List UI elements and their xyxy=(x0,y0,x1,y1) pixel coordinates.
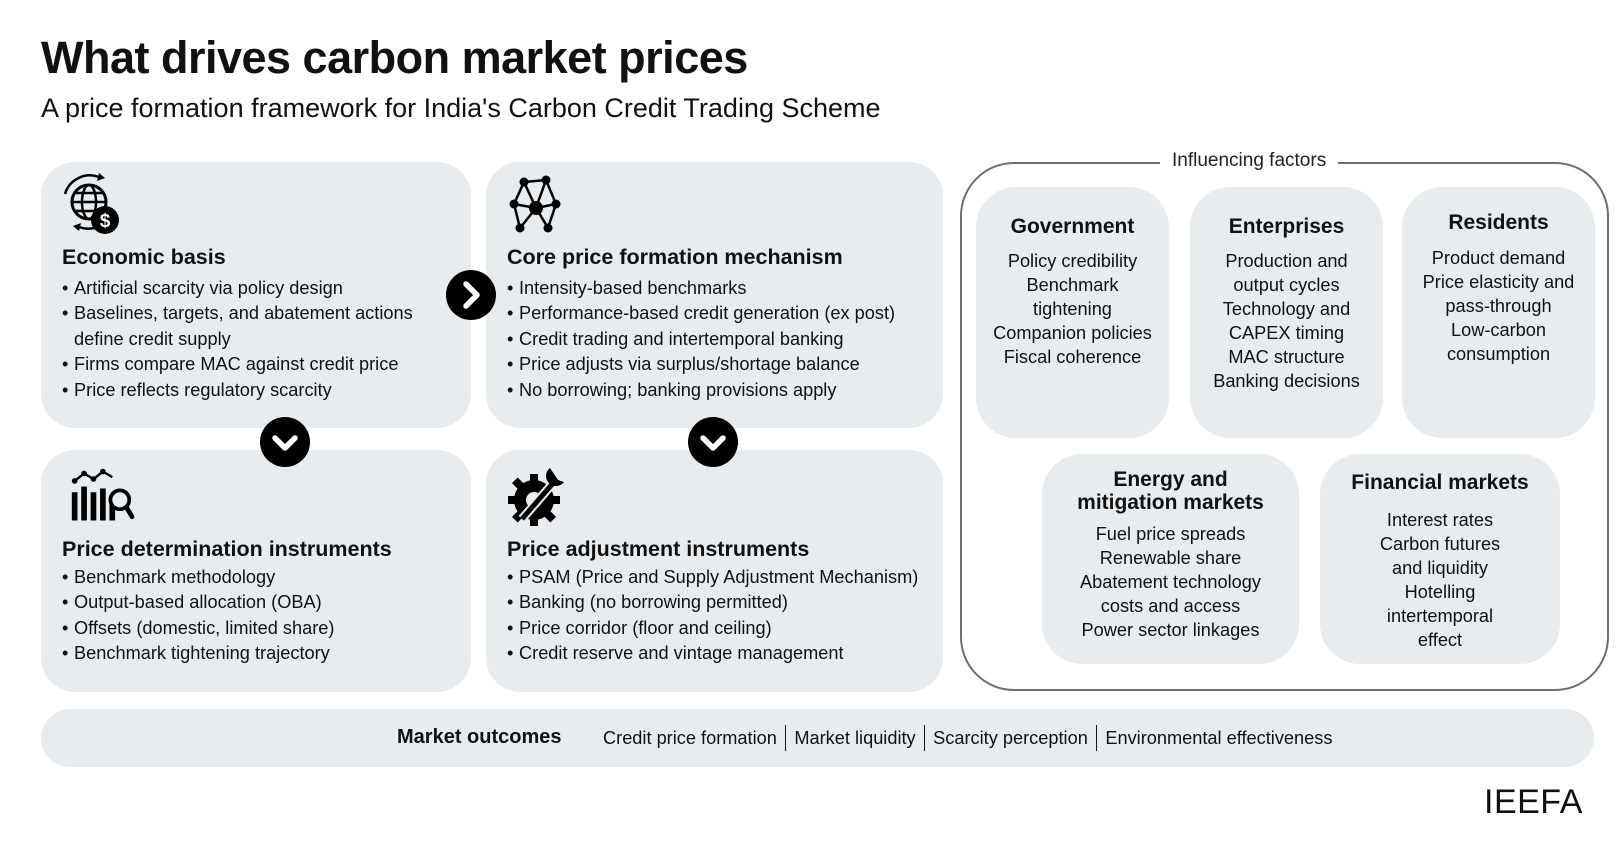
factor-line: Power sector linkages xyxy=(1081,620,1260,640)
economic-basis-card: $ Economic basis Artificial scarcity via… xyxy=(41,162,471,428)
page-title: What drives carbon market prices xyxy=(41,32,748,83)
divider xyxy=(923,725,926,751)
price-determination-list: Benchmark methodology Output-based alloc… xyxy=(62,565,334,667)
price-adjustment-title: Price adjustment instruments xyxy=(507,537,810,561)
economic-basis-list: Artificial scarcity via policy design Ba… xyxy=(62,276,413,403)
factor-title: Government xyxy=(1010,215,1135,238)
list-item: Banking (no borrowing permitted) xyxy=(507,590,918,616)
price-adjustment-card: Price adjustment instruments PSAM (Price… xyxy=(486,450,943,692)
list-item: Credit reserve and vintage management xyxy=(507,641,918,667)
factor-title-line: Energy and xyxy=(1113,468,1228,491)
factor-title: Energy and mitigation markets xyxy=(1042,468,1299,514)
factor-line: tightening xyxy=(1033,299,1112,319)
factor-line: Policy credibility xyxy=(1007,251,1138,271)
factor-energy-markets: Energy and mitigation markets Fuel price… xyxy=(1042,454,1299,664)
list-item: Benchmark methodology xyxy=(62,565,334,591)
brand-logo: IEEFA xyxy=(1484,783,1583,821)
market-outcomes-label: Market outcomes xyxy=(397,726,562,748)
factor-title-line: mitigation markets xyxy=(1077,491,1264,514)
svg-text:$: $ xyxy=(100,211,111,232)
list-item: Price adjusts via surplus/shortage balan… xyxy=(507,352,895,378)
globe-dollar-icon: $ xyxy=(63,173,119,234)
factor-line: Technology and xyxy=(1222,299,1351,319)
list-item: Price reflects regulatory scarcity xyxy=(62,378,413,404)
factor-title: Financial markets xyxy=(1351,471,1529,494)
factor-line: Hotelling xyxy=(1404,582,1476,602)
list-item: Intensity-based benchmarks xyxy=(507,276,895,302)
economic-basis-title: Economic basis xyxy=(62,245,226,269)
outcome-item: Environmental effectiveness xyxy=(1105,728,1333,748)
list-item: Offsets (domestic, limited share) xyxy=(62,616,334,642)
factor-title: Enterprises xyxy=(1228,215,1345,238)
factor-line: CAPEX timing xyxy=(1228,323,1345,343)
factor-line: Carbon futures xyxy=(1379,534,1501,554)
list-item: Credit trading and intertemporal banking xyxy=(507,327,895,353)
factor-enterprises: Enterprises Production and output cycles… xyxy=(1190,187,1383,438)
list-item: Price corridor (floor and ceiling) xyxy=(507,616,918,642)
core-mechanism-list: Intensity-based benchmarks Performance-b… xyxy=(507,276,895,403)
network-nodes-icon xyxy=(509,175,561,233)
market-outcomes-bar: Market outcomes Credit price formation M… xyxy=(41,709,1594,767)
arrow-down-icon xyxy=(260,417,310,467)
list-item: Baselines, targets, and abatement action… xyxy=(62,301,413,327)
factor-line: Interest rates xyxy=(1386,510,1494,530)
factor-line: effect xyxy=(1417,630,1463,650)
divider xyxy=(1095,725,1098,751)
factor-title: Residents xyxy=(1448,211,1549,234)
factor-line: Benchmark xyxy=(1026,275,1119,295)
list-item: Artificial scarcity via policy design xyxy=(62,276,413,302)
factor-line: Product demand xyxy=(1431,248,1566,268)
factor-line: intertemporal xyxy=(1386,606,1494,626)
factor-line: Fuel price spreads xyxy=(1095,524,1246,544)
factor-line: Abatement technology xyxy=(1080,572,1261,592)
influencing-factors-label: Influencing factors xyxy=(1160,149,1339,173)
bar-chart-magnifier-icon xyxy=(71,468,135,521)
factor-line: Price elasticity and xyxy=(1422,272,1575,292)
arrow-down-icon xyxy=(688,417,738,467)
factor-line: Companion policies xyxy=(993,323,1152,343)
page-subtitle: A price formation framework for India's … xyxy=(41,93,881,123)
factor-line: Renewable share xyxy=(1099,548,1242,568)
core-mechanism-title: Core price formation mechanism xyxy=(507,245,843,269)
factor-line: pass-through xyxy=(1445,296,1552,316)
factor-residents: Residents Product demand Price elasticit… xyxy=(1402,187,1595,438)
outcome-item: Market liquidity xyxy=(794,728,916,748)
outcome-item: Scarcity perception xyxy=(933,728,1088,748)
factor-line: Production and xyxy=(1225,251,1348,271)
price-determination-title: Price determination instruments xyxy=(62,537,392,561)
factor-line: Fiscal coherence xyxy=(1003,347,1142,367)
factor-line: and liquidity xyxy=(1391,558,1489,578)
gear-wrench-icon xyxy=(508,468,564,526)
list-item-continuation: define credit supply xyxy=(74,328,231,349)
price-determination-card: Price determination instruments Benchmar… xyxy=(41,450,471,692)
factor-line: costs and access xyxy=(1100,596,1241,616)
outcome-item: Credit price formation xyxy=(603,728,777,748)
list-item: Performance-based credit generation (ex … xyxy=(507,301,895,327)
factor-line: Low-carbon xyxy=(1450,320,1547,340)
price-adjustment-list: PSAM (Price and Supply Adjustment Mechan… xyxy=(507,565,918,667)
arrow-right-icon xyxy=(446,270,496,320)
factor-line: output cycles xyxy=(1233,275,1340,295)
factor-line: MAC structure xyxy=(1228,347,1345,367)
list-item: Firms compare MAC against credit price xyxy=(62,352,413,378)
market-outcomes-list: Credit price formation Market liquidity … xyxy=(603,725,1332,751)
list-item: Benchmark tightening trajectory xyxy=(62,641,334,667)
core-mechanism-card: Core price formation mechanism Intensity… xyxy=(486,162,943,428)
list-item: PSAM (Price and Supply Adjustment Mechan… xyxy=(507,565,918,591)
divider xyxy=(784,725,787,751)
list-item: Output-based allocation (OBA) xyxy=(62,590,334,616)
list-item: No borrowing; banking provisions apply xyxy=(507,378,895,404)
factor-financial-markets: Financial markets Interest rates Carbon … xyxy=(1320,454,1560,664)
factor-government: Government Policy credibility Benchmark … xyxy=(976,187,1169,438)
factor-line: Banking decisions xyxy=(1213,371,1360,391)
factor-line: consumption xyxy=(1446,344,1551,364)
